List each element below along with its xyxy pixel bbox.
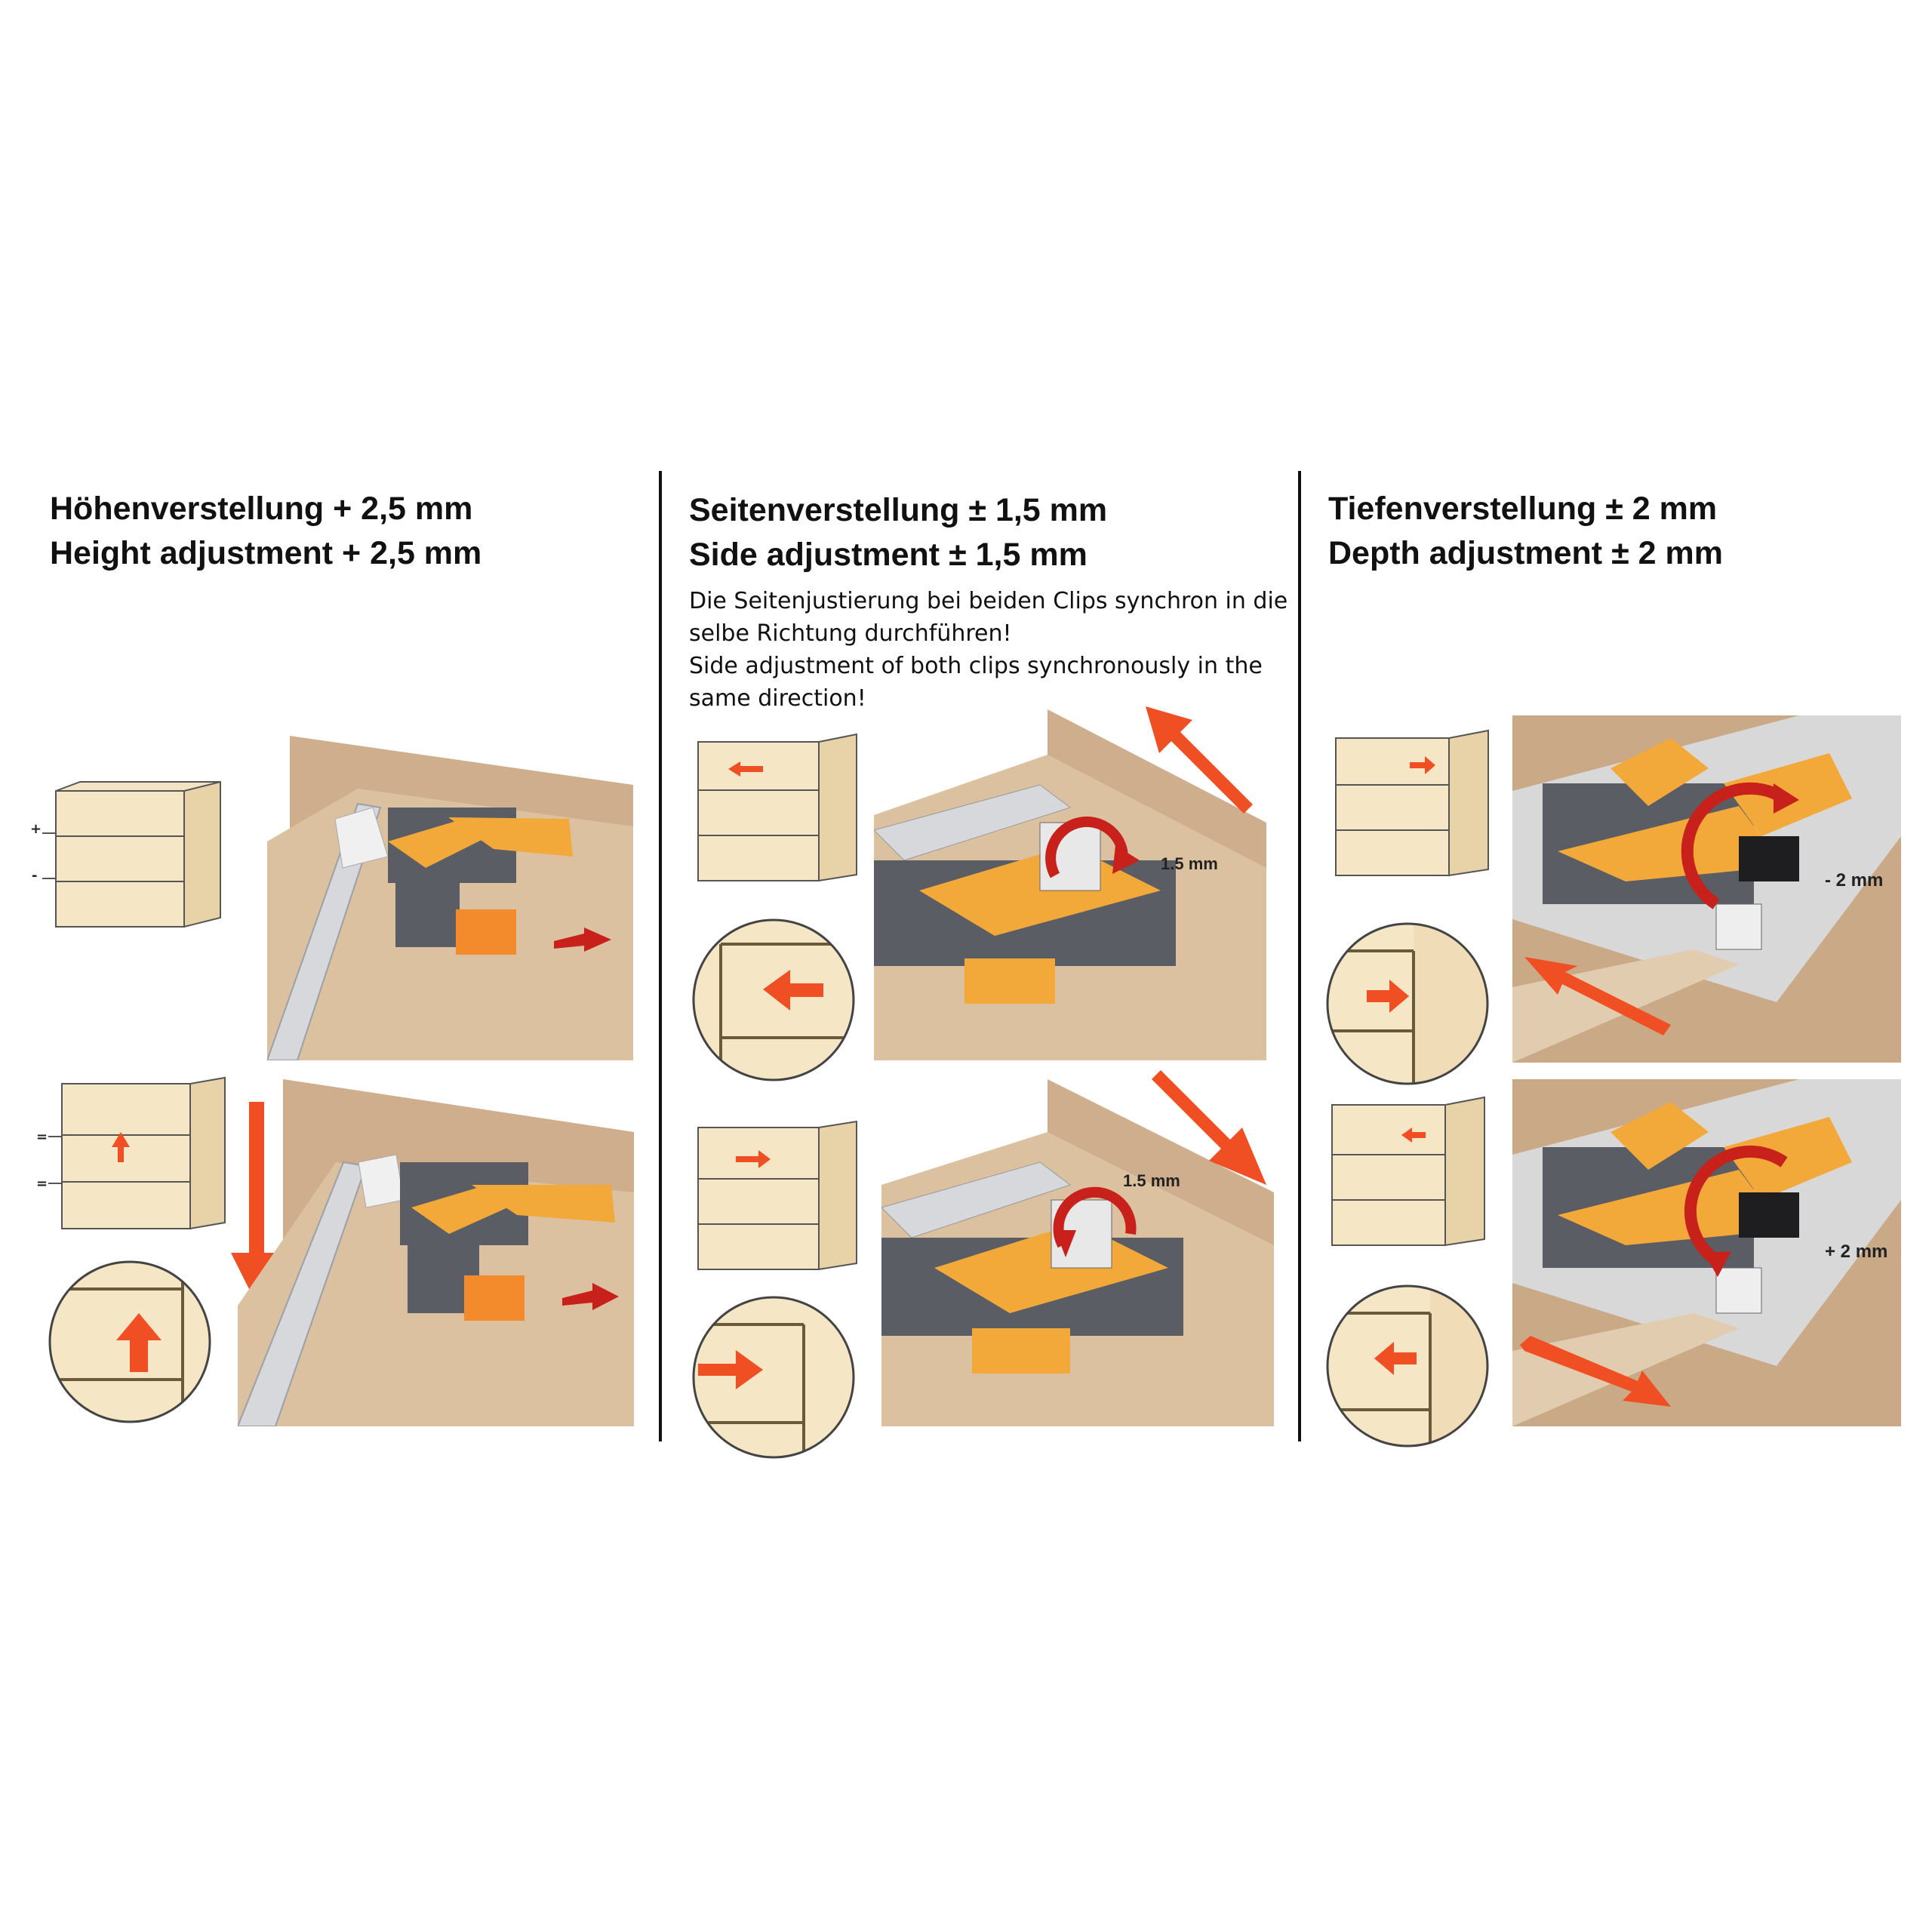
equal-marker-2: = [36, 1176, 48, 1192]
side-zoom-circle-bottom [692, 1296, 855, 1459]
right-arrow-icon [736, 1150, 771, 1168]
side-cabinet-bottom [697, 1120, 857, 1271]
depth-title-en: Depth adjustment ± 2 mm [1328, 535, 1723, 571]
rotate-arrow-icon [1704, 1251, 1731, 1277]
column-divider-2 [1298, 471, 1301, 1441]
right-arrow-icon [698, 1350, 763, 1389]
up-arrow-icon [112, 1132, 130, 1162]
left-arrow-icon [728, 761, 763, 777]
red-arrow-icon [562, 1283, 619, 1310]
height-clip-illustration-bottom [238, 1079, 634, 1426]
left-arrow-icon [1401, 1128, 1426, 1143]
side-cabinet-top [697, 733, 857, 882]
side-zoom-circle-top [692, 918, 855, 1081]
depth-label-bottom: + 2 mm [1825, 1241, 1887, 1262]
column-divider-1 [659, 471, 662, 1441]
side-arrow-upleft-icon [1146, 706, 1253, 814]
side-clip-illustration-top: 1.5 mm [874, 709, 1266, 1060]
side-title-en: Side adjustment ± 1,5 mm [689, 537, 1088, 573]
side-note-line-2: selbe Richtung durchführen! [689, 620, 1012, 647]
left-arrow-icon [763, 970, 823, 1011]
side-note-line-3: Side adjustment of both clips synchronou… [689, 653, 1263, 679]
rotate-arrow-icon [1055, 1230, 1076, 1257]
side-label-bottom: 1.5 mm [1123, 1171, 1180, 1190]
depth-cabinet-bottom [1331, 1096, 1485, 1247]
left-arrow-icon [1374, 1342, 1417, 1375]
depth-zoom-circle-bottom [1326, 1284, 1489, 1447]
side-note-line-1: Die Seitenjustierung bei beiden Clips sy… [689, 588, 1288, 614]
rotate-arrow-icon [1112, 845, 1140, 874]
height-title-en: Height adjustment + 2,5 mm [50, 535, 482, 571]
height-cabinet-after: = = [36, 1076, 226, 1230]
rotate-arrow-icon [1774, 783, 1799, 814]
right-arrow-icon [1367, 980, 1409, 1013]
height-down-arrow-icon [231, 1102, 282, 1304]
height-cabinet-before: + - [30, 780, 221, 928]
depth-clip-illustration-bottom: + 2 mm [1512, 1079, 1901, 1426]
depth-clip-illustration-top: - 2 mm [1512, 715, 1901, 1063]
height-clip-illustration-top [267, 736, 633, 1060]
equal-marker-1: = [36, 1129, 48, 1145]
depth-zoom-circle-top [1326, 922, 1489, 1085]
up-arrow-icon [116, 1313, 162, 1372]
right-arrow-icon [1410, 756, 1435, 774]
side-title-de: Seitenverstellung ± 1,5 mm [689, 492, 1108, 528]
side-arrow-downright-icon [1152, 1070, 1266, 1185]
side-note-line-4: same direction! [689, 685, 866, 712]
side-clip-illustration-bottom: 1.5 mm [881, 1079, 1274, 1426]
height-title-de: Höhenverstellung + 2,5 mm [50, 491, 473, 527]
height-zoom-circle [48, 1260, 211, 1423]
depth-title-de: Tiefenverstellung ± 2 mm [1328, 491, 1718, 527]
red-arrow-icon [554, 928, 611, 952]
depth-label-top: - 2 mm [1825, 870, 1883, 891]
plus-marker: + [30, 821, 42, 837]
red-arrow-icon [1524, 957, 1671, 1035]
minus-marker: - [32, 868, 37, 884]
side-label-top: 1.5 mm [1161, 854, 1218, 873]
red-arrow-icon [1520, 1336, 1671, 1407]
depth-cabinet-top [1335, 729, 1489, 877]
